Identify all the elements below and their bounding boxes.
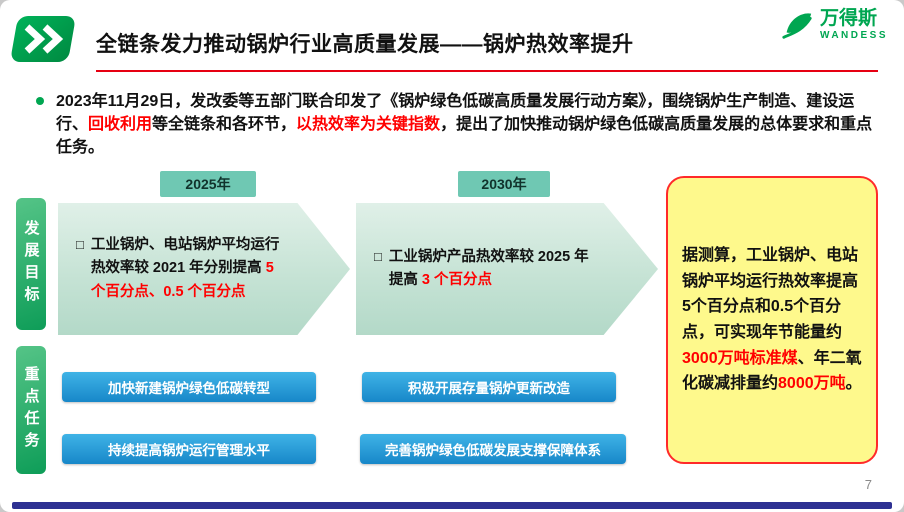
- intro-seg-0: 2023年11月29日，发改委等五部门联合印发了《锅炉绿色低碳高质量发展行动方案…: [56, 93, 855, 134]
- summary-highlight-box: 据测算，工业锅炉、电站锅炉平均运行热效率提高5个百分点和0.5个百分点，可实现年…: [666, 176, 878, 464]
- year-badge-2030: 2030年: [458, 171, 550, 197]
- slide-title: 全链条发力推动锅炉行业高质量发展——锅炉热效率提升: [96, 33, 634, 56]
- task-item-operation-management: 持续提高锅炉运行管理水平: [62, 434, 316, 464]
- task-item-support-system: 完善锅炉绿色低碳发展支撑保障体系: [360, 434, 626, 464]
- side-label-tasks: 重点任务: [16, 346, 46, 474]
- highlight-seg-2: 、年二氧化碳减排量约: [682, 349, 862, 393]
- side-label-goals: 发展目标: [16, 198, 46, 330]
- double-chevron-glyph: [24, 24, 64, 54]
- page-number: 7: [864, 477, 872, 492]
- wandess-logo: 万得斯 WANDESS: [780, 8, 888, 42]
- logo-name-cn: 万得斯: [819, 8, 877, 30]
- logo-text: 万得斯 WANDESS: [819, 8, 888, 41]
- leaf-icon: [782, 13, 812, 39]
- intro-seg-1: 回收利用: [88, 116, 153, 134]
- intro-seg-3: 以热效率为关键指数: [296, 116, 441, 134]
- milestone-2030-content: □ 工业锅炉产品热效率较 2025 年提高 3 个百分点: [356, 246, 658, 292]
- milestone-arrow-2025: □ 工业锅炉、电站锅炉平均运行热效率较 2021 年分别提高 5 个百分点、0.…: [58, 203, 350, 335]
- intro-paragraph: 2023年11月29日，发改委等五部门联合印发了《锅炉绿色低碳高质量发展行动方案…: [36, 90, 882, 160]
- task-item-new-boiler-transition: 加快新建锅炉绿色低碳转型: [62, 372, 316, 402]
- highlight-seg-1: 3000万吨标准煤: [682, 349, 798, 367]
- summary-highlight-text: 据测算，工业锅炉、电站锅炉平均运行热效率提高5个百分点和0.5个百分点，可实现年…: [682, 243, 862, 397]
- milestone-2025-content: □ 工业锅炉、电站锅炉平均运行热效率较 2021 年分别提高 5 个百分点、0.…: [58, 234, 350, 304]
- milestone-2025-seg-1: 5 个百分点、0.5 个百分点: [90, 260, 274, 300]
- double-chevron-icon: [9, 16, 77, 62]
- intro-seg-4: ，提出了加快推动锅炉绿色低碳高质量发展的总体要求和重点任务。: [56, 116, 873, 157]
- logo-name-en: WANDESS: [819, 29, 888, 41]
- title-underline: [96, 70, 878, 72]
- checkbox-icon: □: [76, 237, 84, 253]
- highlight-seg-4: 。: [845, 375, 862, 393]
- bottom-accent-bar: [12, 502, 892, 509]
- milestone-arrow-2030: □ 工业锅炉产品热效率较 2025 年提高 3 个百分点: [356, 203, 658, 335]
- milestone-2025-seg-0: 工业锅炉、电站锅炉平均运行热效率较 2021 年分别提高: [90, 237, 280, 277]
- milestone-2025-text: 工业锅炉、电站锅炉平均运行热效率较 2021 年分别提高 5 个百分点、0.5 …: [91, 234, 292, 304]
- task-item-stock-boiler-renovation: 积极开展存量锅炉更新改造: [362, 372, 616, 402]
- bullet-dot-icon: [36, 97, 44, 105]
- milestone-2030-seg-0: 工业锅炉产品热效率较 2025 年提高: [388, 248, 589, 288]
- milestone-2030-text: 工业锅炉产品热效率较 2025 年提高 3 个百分点: [389, 246, 600, 292]
- highlight-seg-0: 据测算，工业锅炉、电站锅炉平均运行热效率提高5个百分点和0.5个百分点，可实现年…: [682, 247, 859, 341]
- year-badge-2025: 2025年: [160, 171, 256, 197]
- intro-seg-2: 等全链条和各环节，: [152, 116, 297, 134]
- milestone-2030-seg-1: 3 个百分点: [421, 272, 492, 288]
- checkbox-icon: □: [374, 248, 382, 264]
- intro-text: 2023年11月29日，发改委等五部门联合印发了《锅炉绿色低碳高质量发展行动方案…: [56, 90, 882, 160]
- highlight-seg-3: 8000万吨: [778, 375, 846, 393]
